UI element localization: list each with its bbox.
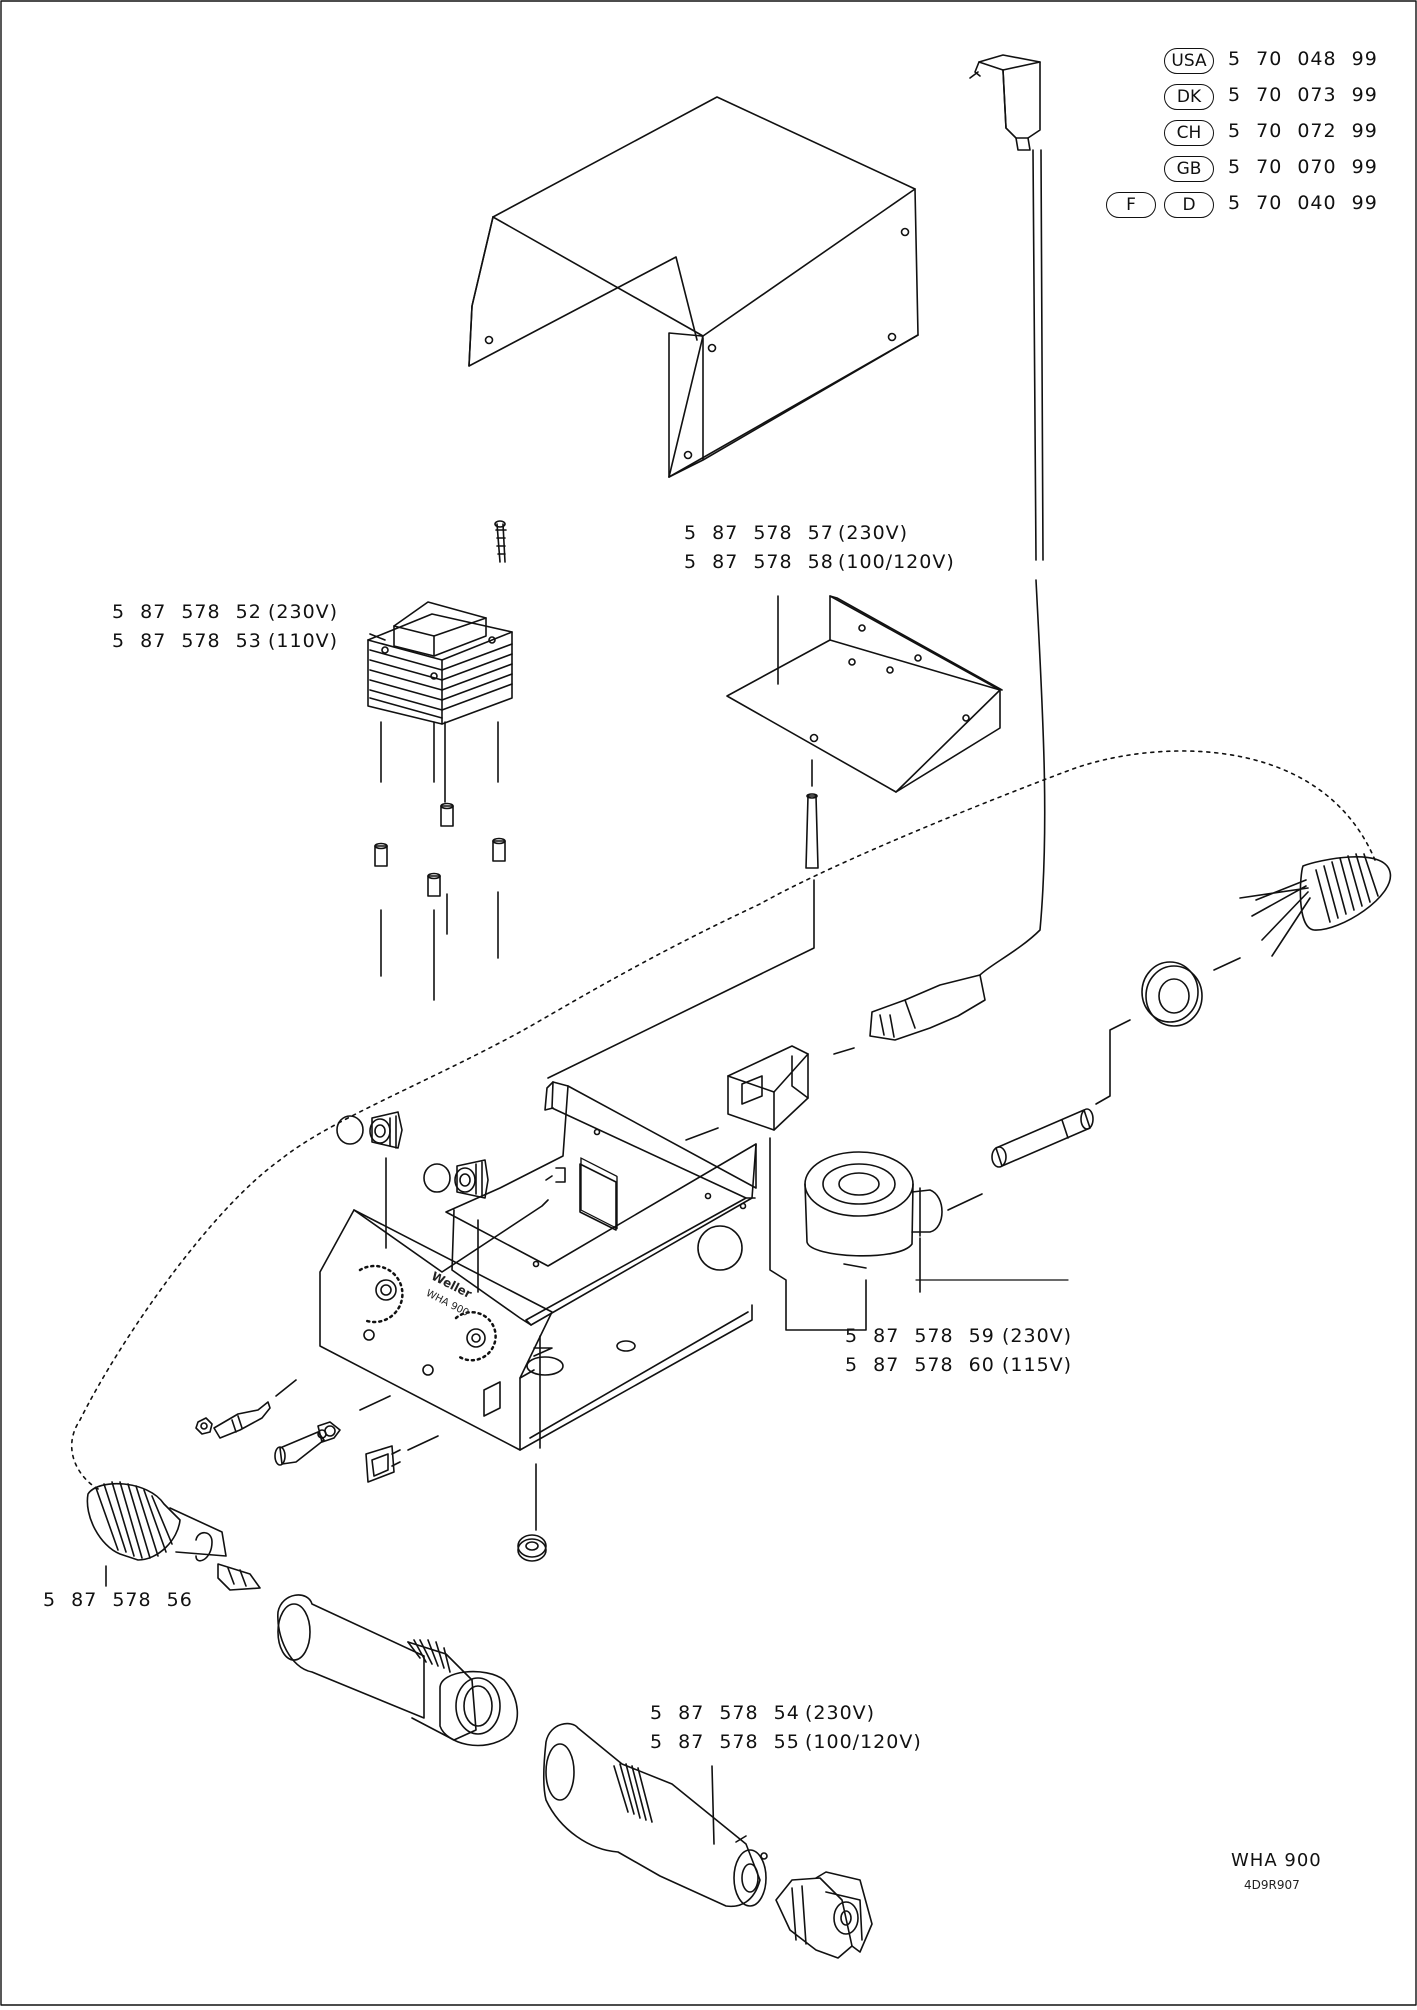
heating-element-part-number-2: 5 87 578 55 (650, 1731, 800, 1753)
country-badge-gb: GB (1164, 156, 1214, 182)
country-badge-usa: USA (1164, 48, 1214, 74)
transformer-part-number-2: 5 87 578 53 (112, 630, 262, 652)
bracket-part-number-1: 5 87 578 57 (684, 522, 834, 544)
transformer-part-number-1: 5 87 578 52 (112, 601, 262, 623)
transformer-voltage-2: (110V) (268, 630, 339, 652)
handle (277, 1594, 519, 1747)
hose-part-number: 5 87 578 56 (43, 1589, 193, 1611)
heater-voltage-1: (230V) (1002, 1325, 1073, 1347)
power-cord-part-number-usa: 5 70 048 99 (1228, 48, 1378, 70)
heating-element-voltage-2: (100/120V) (805, 1731, 922, 1753)
hose-left (86, 1481, 261, 1591)
bracket-voltage-2: (100/120V) (838, 551, 955, 573)
country-badge-d: D (1164, 192, 1214, 218)
power-cord-part-number-ch: 5 70 072 99 (1228, 120, 1378, 142)
heating-element-voltage-1: (230V) (805, 1702, 876, 1724)
bracket-part-number-2: 5 87 578 58 (684, 551, 834, 573)
power-cord-part-number-dk: 5 70 073 99 (1228, 84, 1378, 106)
chassis (319, 1081, 757, 1451)
transformer-spacers (374, 721, 506, 1001)
country-badge-f: F (1106, 192, 1156, 218)
heater-part-number-2: 5 87 578 60 (845, 1354, 995, 1376)
small-parts (195, 1379, 547, 1562)
transformer-voltage-1: (230V) (268, 601, 339, 623)
heating-element (542, 1722, 873, 1959)
mounting-bracket (547, 595, 1003, 1079)
knobs (336, 1111, 489, 1293)
power-cord-part-number-gb: 5 70 070 99 (1228, 156, 1378, 178)
transformer (367, 520, 513, 725)
hose-coil-right (70, 750, 1391, 1491)
power-inlet (685, 1045, 867, 1331)
power-cord (869, 54, 1046, 1041)
heater-voltage-2: (115V) (1002, 1354, 1073, 1376)
drawing-code: 4D9R907 (1244, 1878, 1300, 1892)
housing-cover (468, 96, 919, 478)
bracket-voltage-1: (230V) (838, 522, 909, 544)
heater-blower (804, 957, 1241, 1293)
heater-part-number-1: 5 87 578 59 (845, 1325, 995, 1347)
power-cord-part-number-f-d: 5 70 040 99 (1228, 192, 1378, 214)
country-badge-dk: DK (1164, 84, 1214, 110)
drawing-title: WHA 900 (1231, 1850, 1322, 1871)
country-badge-ch: CH (1164, 120, 1214, 146)
heating-element-part-number-1: 5 87 578 54 (650, 1702, 800, 1724)
